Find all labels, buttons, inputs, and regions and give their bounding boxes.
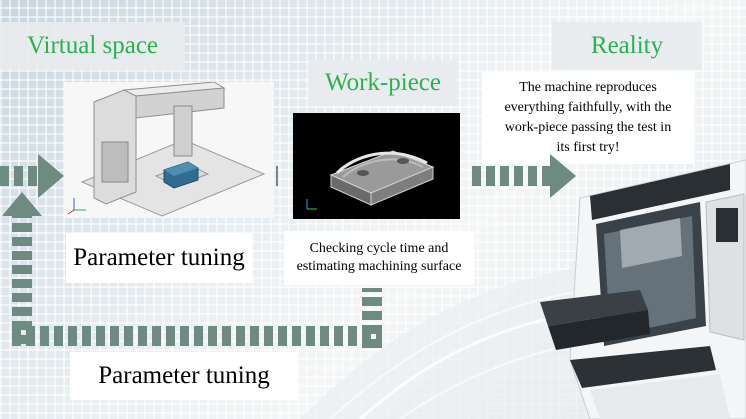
reality-caption-line2: everything faithfully, with the bbox=[504, 100, 672, 115]
reality-caption-line3: work-piece passing the test in bbox=[504, 120, 672, 135]
reality-caption-line1: The machine reproduces bbox=[519, 80, 657, 95]
workpiece-caption-line1: Checking cycle time and bbox=[309, 241, 449, 256]
arrow-feedback-bottom bbox=[12, 326, 382, 346]
reality-label: Reality bbox=[590, 32, 664, 59]
workpiece-render bbox=[293, 113, 460, 219]
parameter-tuning-bottom-label: Parameter tuning bbox=[98, 362, 270, 389]
cnc-model-icon bbox=[67, 82, 266, 217]
parameter-tuning-top-label: Parameter tuning bbox=[73, 244, 245, 271]
arrow-left-stub bbox=[0, 166, 38, 186]
virtual-machine-model bbox=[64, 82, 274, 218]
arrow-workpiece-to-reality bbox=[472, 166, 550, 186]
arrow-head-feedback-up bbox=[2, 192, 42, 216]
real-machine-photo bbox=[540, 159, 746, 419]
parameter-tuning-bottom: Parameter tuning bbox=[70, 352, 298, 400]
arrow-virtual-to-workpiece bbox=[276, 166, 278, 186]
virtual-space-label: Virtual space bbox=[26, 32, 159, 59]
parameter-tuning-top: Parameter tuning bbox=[66, 233, 252, 283]
workpiece-caption-line2: estimating machining surface bbox=[296, 259, 462, 274]
reality-title: Reality bbox=[552, 22, 702, 70]
work-piece-title: Work-piece bbox=[308, 60, 458, 106]
virtual-space-title: Virtual space bbox=[0, 22, 185, 70]
work-piece-label: Work-piece bbox=[325, 69, 441, 96]
reality-caption-line4: its first try! bbox=[556, 140, 620, 155]
workpiece-icon bbox=[306, 150, 435, 210]
arrow-feedback-left-vertical bbox=[12, 214, 32, 344]
workpiece-caption: Checking cycle time and estimating machi… bbox=[284, 231, 474, 285]
arrow-head-to-virtual bbox=[38, 154, 64, 198]
arrow-head-to-reality bbox=[550, 154, 576, 198]
reality-caption: The machine reproduces everything faithf… bbox=[482, 72, 694, 164]
